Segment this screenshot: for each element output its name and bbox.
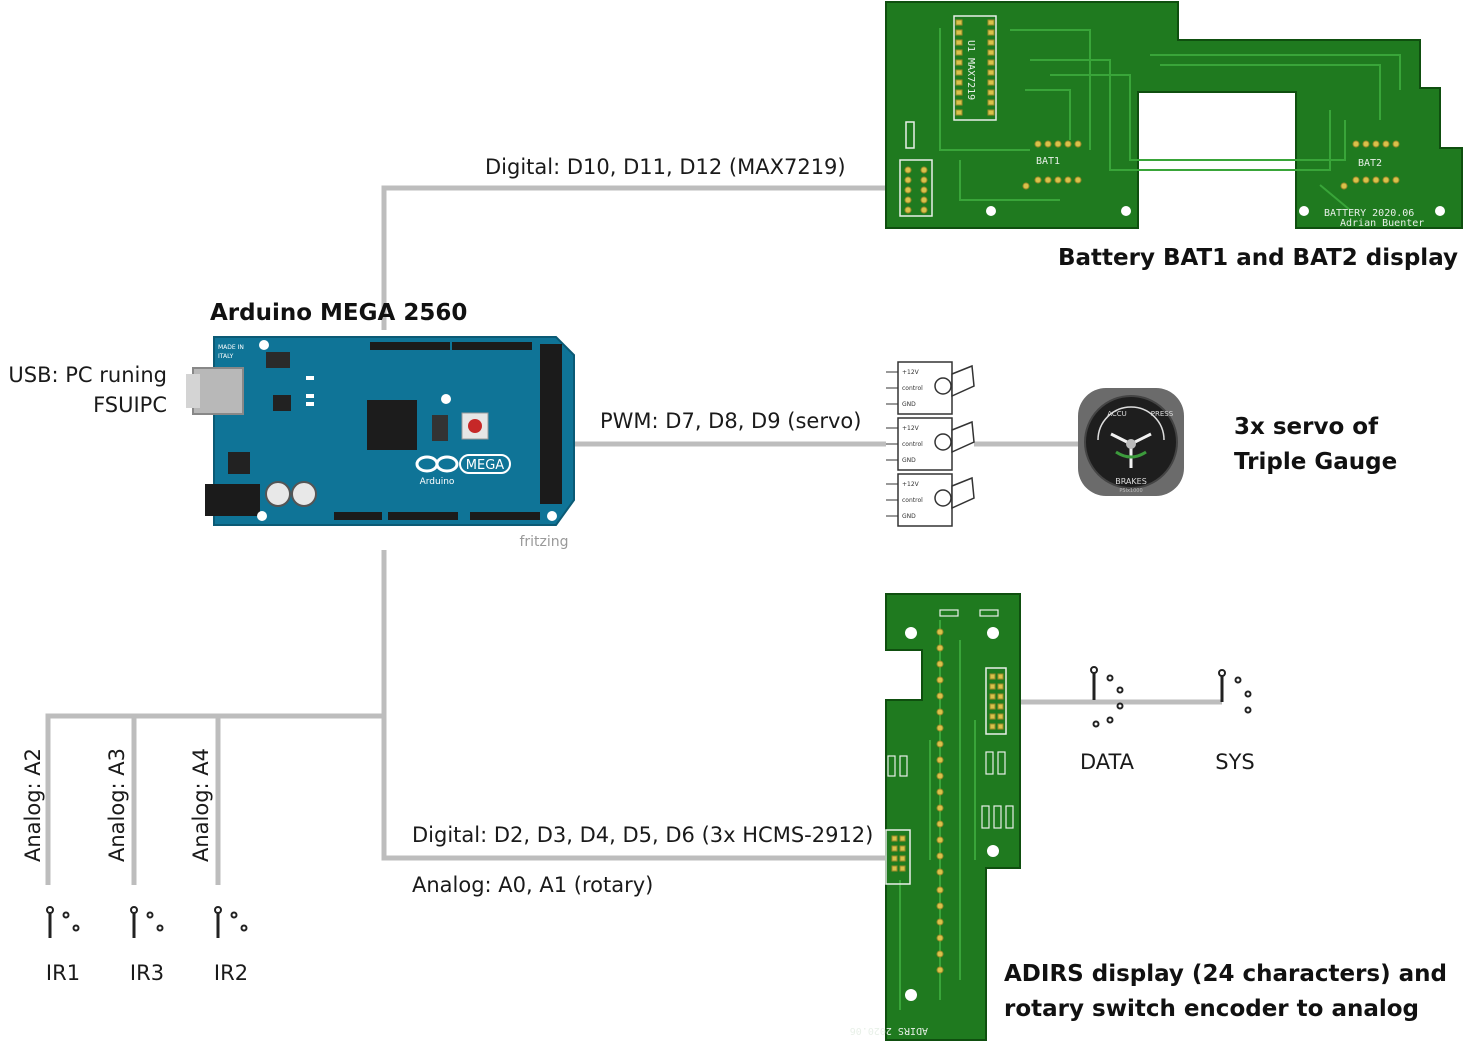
svg-text:control: control xyxy=(902,497,923,504)
svg-text:+12V: +12V xyxy=(902,481,920,488)
triple-gauge: ACCU PRESS BRAKES PSIx1000 xyxy=(1078,388,1184,496)
arduino-sub-text: Arduino xyxy=(420,477,455,487)
switch-ir3 xyxy=(131,907,163,938)
wire-adirs xyxy=(384,550,1222,858)
servo-bus-label: PWM: D7, D8, D9 (servo) xyxy=(600,409,861,433)
switch-label-data: DATA xyxy=(1080,750,1135,774)
adirs-digital-label: Digital: D2, D3, D4, D5, D6 (3x HCMS-291… xyxy=(412,823,873,847)
rotary-switch-data xyxy=(1091,667,1123,727)
arduino-title: Arduino MEGA 2560 xyxy=(210,300,467,326)
svg-text:+12V: +12V xyxy=(902,369,920,376)
adirs-analog-label: Analog: A0, A1 (rotary) xyxy=(412,873,653,897)
servo-2: +12V control GND xyxy=(886,418,974,470)
svg-text:GND: GND xyxy=(902,457,916,464)
ir2-label: IR2 xyxy=(214,961,248,985)
svg-text:control: control xyxy=(902,441,923,448)
usb-connector xyxy=(193,368,243,414)
ir3-pin-label: Analog: A3 xyxy=(105,748,129,862)
battery-bus-label: Digital: D10, D11, D12 (MAX7219) xyxy=(485,155,846,179)
made-in-text: MADE IN xyxy=(218,344,244,351)
adirs-pcb: ADIRS 2020.06 xyxy=(850,594,1020,1040)
gauge-accu-label: ACCU xyxy=(1107,410,1127,418)
fritzing-watermark: fritzing xyxy=(519,534,568,550)
usb-label-line1: USB: PC runing xyxy=(8,363,167,387)
gauge-press-label: PRESS xyxy=(1151,410,1174,418)
gauge-caption-line2: Triple Gauge xyxy=(1234,449,1397,475)
power-jack xyxy=(205,484,260,516)
arduino-brand-text: MEGA xyxy=(466,458,505,473)
battery-pcb: U1 MAX7219 BAT1 BAT2 BATTERY 2020.06 Adr… xyxy=(886,2,1462,229)
adirs-caption-line2: rotary switch encoder to analog xyxy=(1004,996,1419,1022)
svg-text:GND: GND xyxy=(902,401,916,408)
ir1-pin-label: Analog: A2 xyxy=(21,748,45,862)
svg-text:+12V: +12V xyxy=(902,425,920,432)
svg-text:control: control xyxy=(902,385,923,392)
svg-text:GND: GND xyxy=(902,513,916,520)
ir2-pin-label: Analog: A4 xyxy=(189,748,213,862)
made-in-text-2: ITALY xyxy=(218,353,234,360)
battery-chip-label: U1 MAX7219 xyxy=(965,40,976,100)
ir3-label: IR3 xyxy=(130,961,164,985)
usb-label-line2: FSUIPC xyxy=(93,393,167,417)
adirs-caption-line1: ADIRS display (24 characters) and xyxy=(1004,961,1447,987)
mcu-chip xyxy=(367,400,417,450)
adirs-board-title: ADIRS 2020.06 xyxy=(850,1025,928,1036)
reset-button xyxy=(468,419,482,433)
wire-ir-switches xyxy=(48,716,384,885)
switch-label-sys: SYS xyxy=(1215,750,1255,774)
servo-3: +12V control GND xyxy=(886,474,974,526)
gauge-brakes-label: BRAKES xyxy=(1115,477,1147,486)
battery-caption: Battery BAT1 and BAT2 display xyxy=(1058,245,1458,271)
switch-ir1 xyxy=(47,907,79,938)
arduino-board: MEGA Arduino MADE IN ITALY xyxy=(186,337,574,525)
gauge-psi-label: PSIx1000 xyxy=(1119,488,1142,494)
servo-stack: +12V control GND +12V control GND +12V c… xyxy=(886,362,974,526)
servo-1: +12V control GND xyxy=(886,362,974,414)
bat2-label: BAT2 xyxy=(1358,158,1382,169)
rotary-switch-sys xyxy=(1219,670,1251,713)
battery-board-author: Adrian Buenter xyxy=(1340,218,1424,229)
ir1-label: IR1 xyxy=(46,961,80,985)
bat1-label: BAT1 xyxy=(1036,156,1060,167)
gauge-caption-line1: 3x servo of xyxy=(1234,414,1379,440)
switch-ir2 xyxy=(215,907,247,938)
